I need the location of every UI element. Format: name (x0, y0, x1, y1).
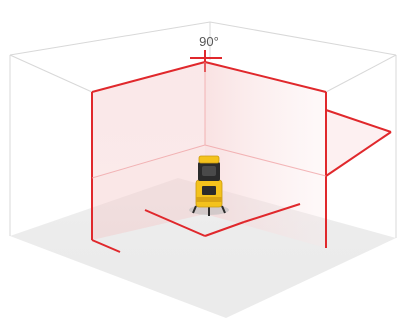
laser-plane-floor-right (326, 110, 391, 176)
angle-label: 90° (187, 35, 231, 49)
